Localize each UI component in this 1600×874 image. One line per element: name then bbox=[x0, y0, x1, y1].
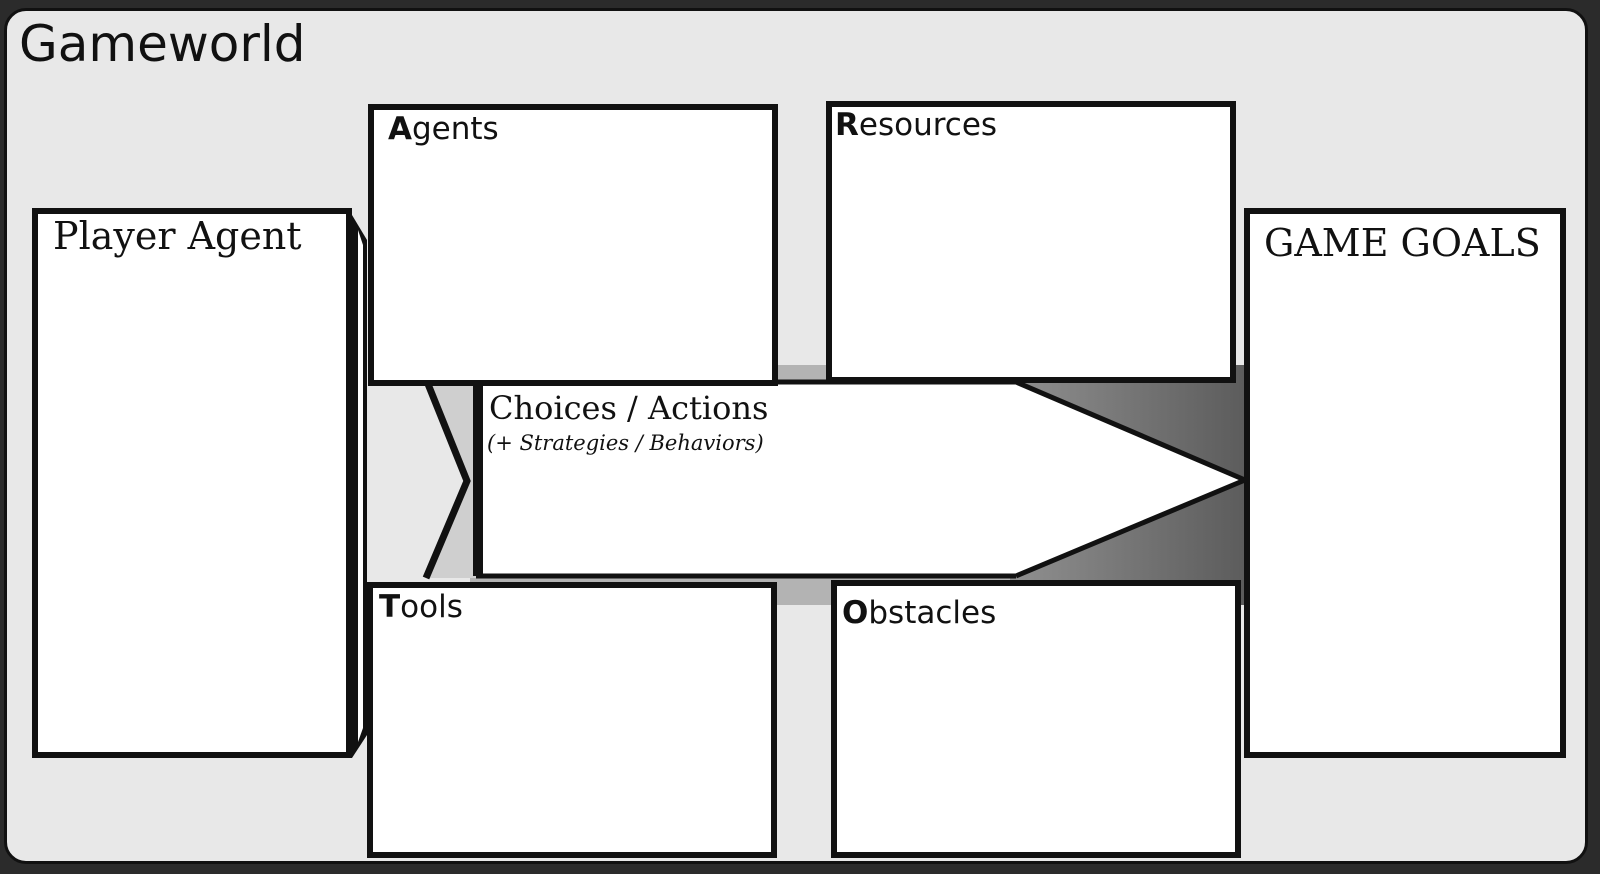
obstacles-initial: O bbox=[842, 595, 869, 631]
resources-box bbox=[826, 101, 1236, 383]
resources-initial: R bbox=[835, 107, 859, 143]
tools-rest: ools bbox=[400, 589, 463, 625]
choices-arrow bbox=[476, 382, 1245, 576]
player-agent-label: Player Agent bbox=[53, 214, 302, 258]
tools-initial: T bbox=[379, 589, 401, 625]
agents-box bbox=[368, 104, 778, 386]
obstacles-rest: bstacles bbox=[868, 595, 997, 631]
chevron-outline bbox=[422, 382, 471, 580]
choices-title: Choices / Actions bbox=[489, 389, 769, 427]
obstacles-label: Obstacles bbox=[842, 598, 996, 629]
agents-rest: gents bbox=[412, 111, 499, 147]
game-goals-label: GAME GOALS bbox=[1264, 221, 1541, 265]
gameworld-title: Gameworld bbox=[19, 15, 306, 73]
player-agent-box bbox=[32, 208, 352, 758]
tools-label: Tools bbox=[379, 592, 463, 623]
chevron-notch bbox=[428, 384, 478, 578]
agents-initial: A bbox=[388, 111, 412, 147]
game-goals-box bbox=[1244, 208, 1566, 758]
agents-label: Agents bbox=[388, 114, 499, 145]
resources-label: Resources bbox=[835, 110, 997, 141]
choices-arrow-tip-upper bbox=[1015, 379, 1246, 483]
choices-arrow-tip-lower bbox=[1015, 477, 1246, 579]
left-connector-inner bbox=[358, 230, 363, 742]
tools-box bbox=[367, 582, 777, 858]
choices-subtitle: (+ Strategies / Behaviors) bbox=[487, 431, 764, 455]
resources-rest: esources bbox=[858, 107, 998, 143]
obstacles-box bbox=[831, 580, 1241, 858]
